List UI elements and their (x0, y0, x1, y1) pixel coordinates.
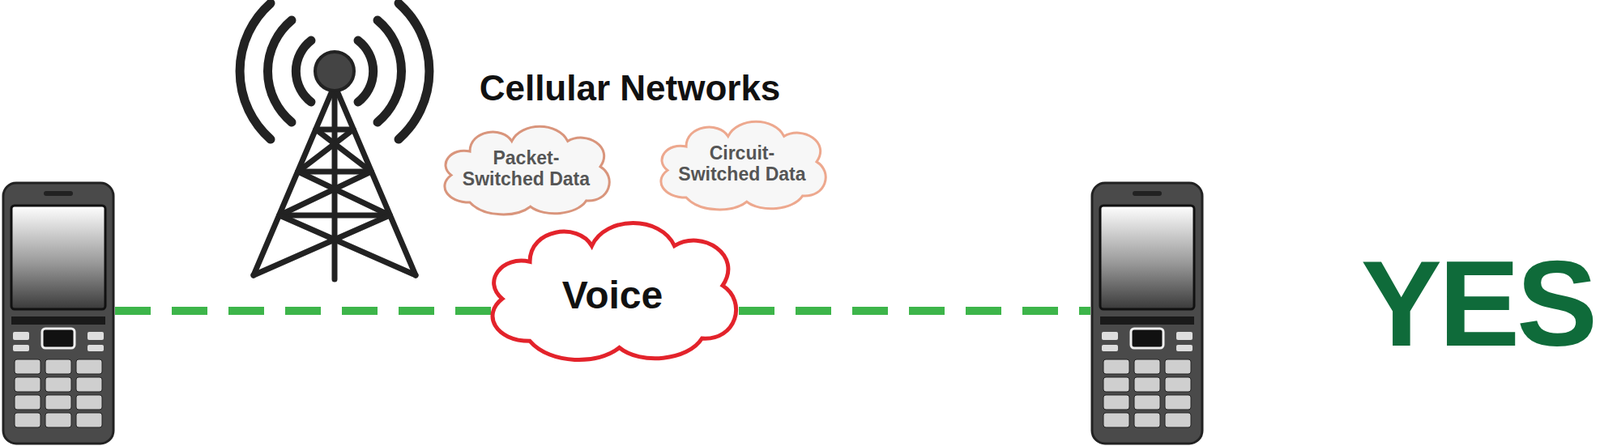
cloud-label: Packet- Switched Data (459, 147, 594, 191)
mobile-phone (1092, 183, 1203, 444)
voice-cloud: Voice (474, 209, 751, 368)
mobile-phone (3, 183, 114, 444)
cloud-label: Voice (562, 273, 664, 318)
circuit-cloud: Circuit- Switched Data (648, 112, 836, 215)
packet-cloud: Packet- Switched Data (432, 117, 619, 220)
network-cloud: Cellular NetworksPacket- Switched Data Ci… (362, 0, 898, 378)
cloud-title: Cellular Networks (479, 68, 781, 110)
cloud-label: Circuit- Switched Data (674, 142, 809, 186)
answer-label: YES (1361, 243, 1595, 365)
cell-tower (239, 3, 430, 280)
